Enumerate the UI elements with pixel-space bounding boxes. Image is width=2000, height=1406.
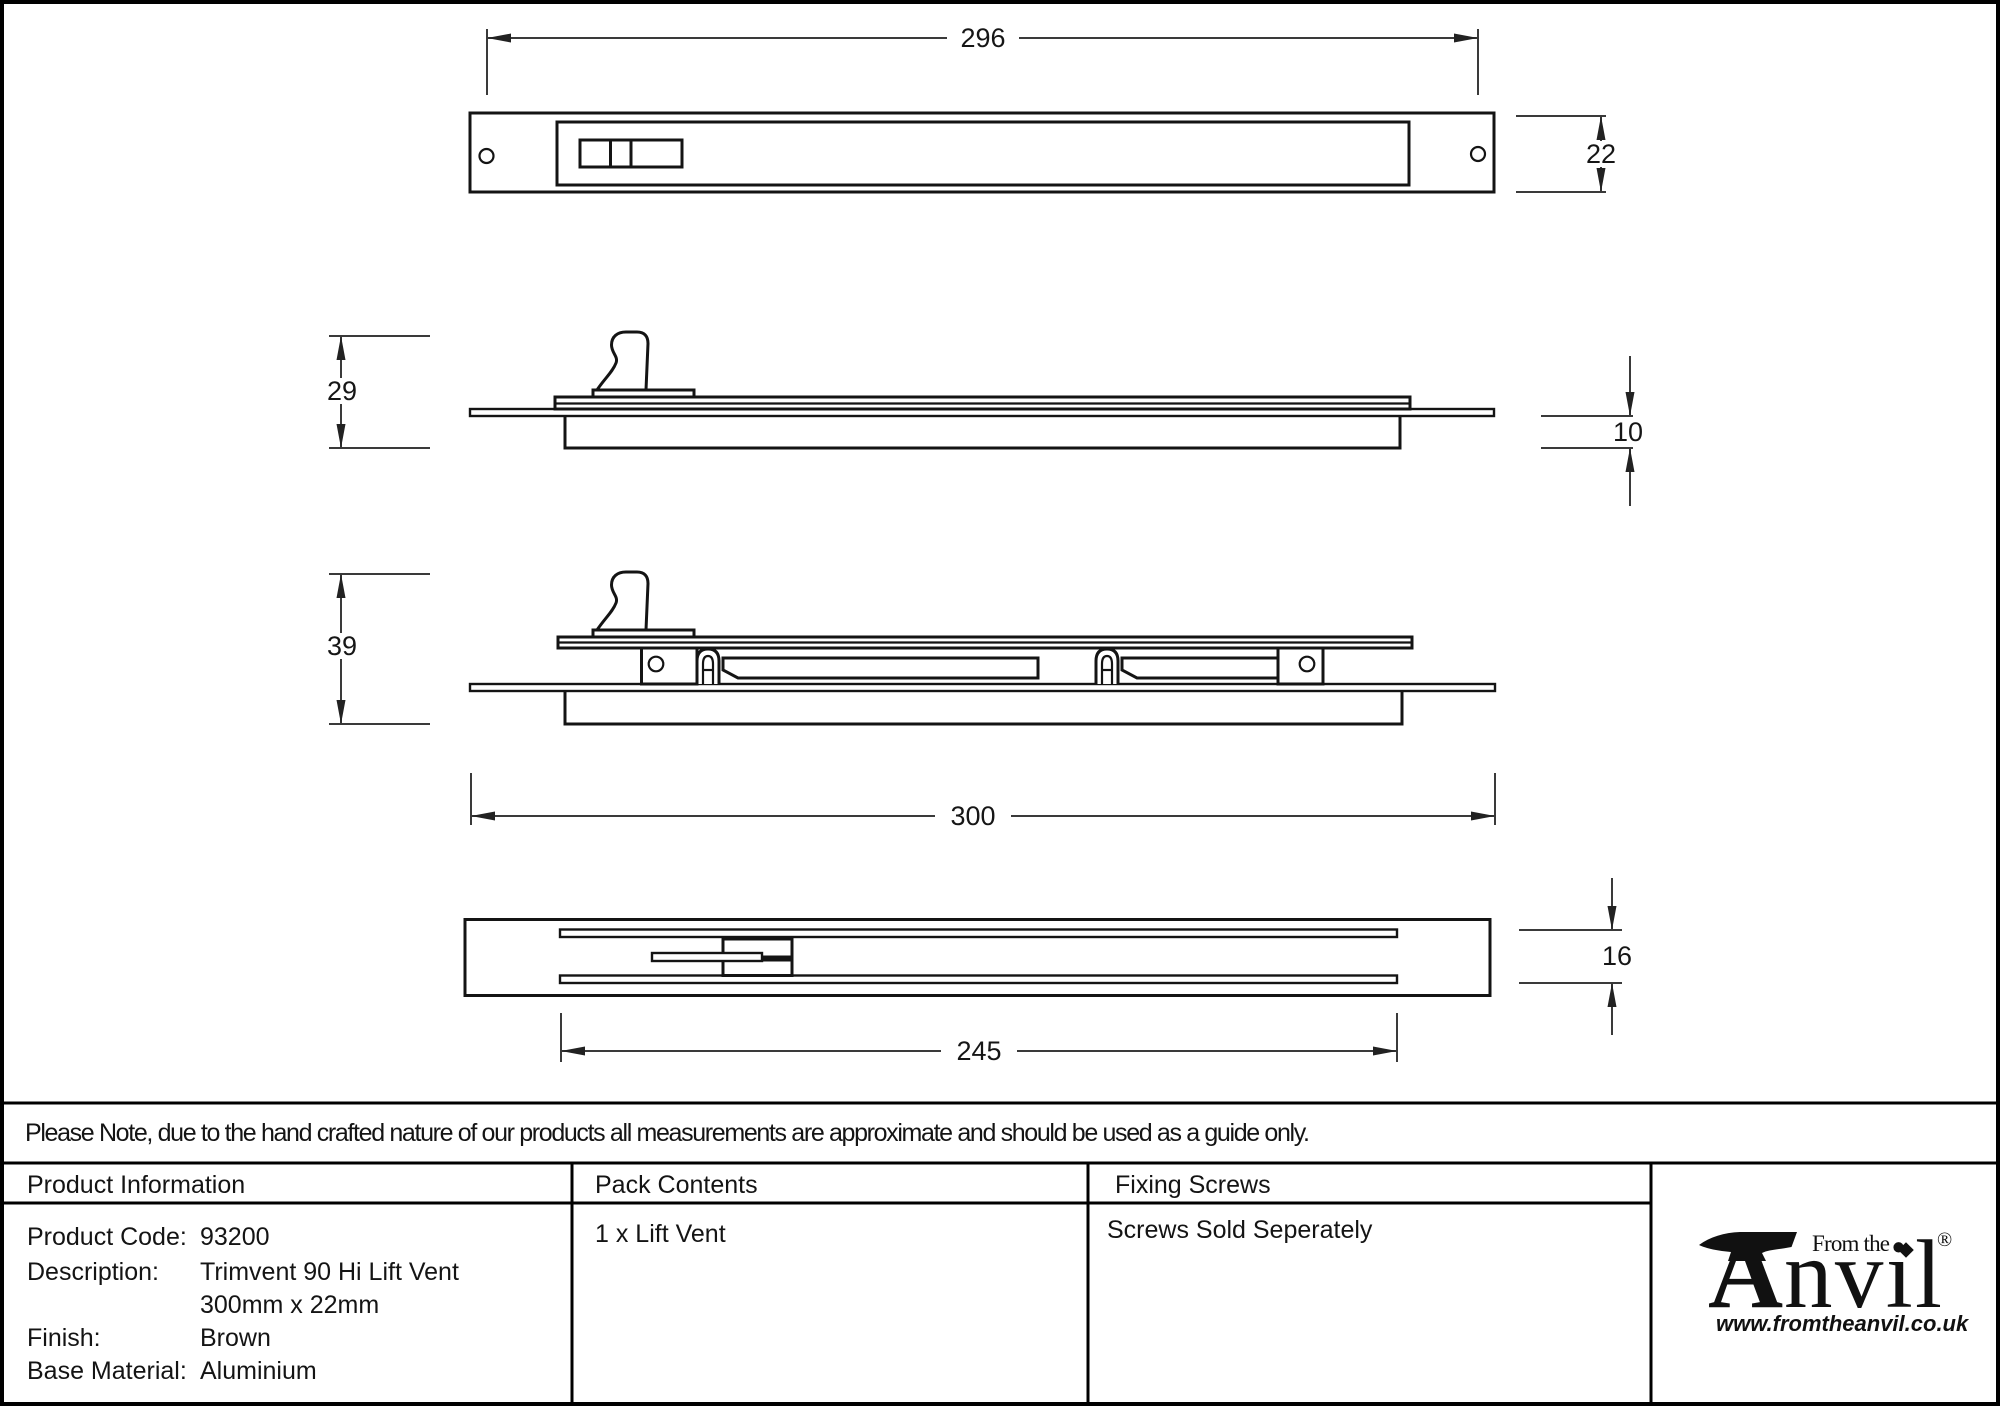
value-product-code: 93200 [200, 1223, 270, 1251]
dim-22: 22 [1516, 115, 1618, 193]
logo-word-nvil: nvil [1784, 1221, 1942, 1328]
value-finish: Brown [200, 1324, 271, 1352]
dim-29: 29 [322, 335, 430, 449]
dim-39: 39 [322, 573, 430, 725]
logo-url: www.fromtheanvil.co.uk [1716, 1311, 1970, 1336]
anvil-icon [1699, 1232, 1797, 1261]
registered-mark: ® [1937, 1229, 1952, 1251]
header-pack-contents: Pack Contents [595, 1171, 758, 1199]
logo-from-the: From the [1812, 1231, 1890, 1256]
label-base-material: Base Material: [27, 1357, 187, 1385]
value-base-material: Aluminium [200, 1357, 317, 1385]
value-description-2: 300mm x 22mm [200, 1291, 379, 1319]
dim-label-10: 10 [1613, 417, 1643, 447]
dim-label-29: 29 [327, 376, 357, 406]
value-fixing-screws: Screws Sold Seperately [1107, 1216, 1373, 1244]
brand-logo: A nvil From the ® www.fromtheanvil.co.uk [1699, 1215, 1970, 1336]
value-description: Trimvent 90 Hi Lift Vent [200, 1258, 459, 1286]
dim-label-16: 16 [1602, 941, 1632, 971]
label-finish: Finish: [27, 1324, 101, 1352]
dim-label-39: 39 [327, 631, 357, 661]
note-text: Please Note, due to the hand crafted nat… [25, 1119, 1310, 1147]
label-product-code: Product Code: [27, 1223, 187, 1251]
dim-label-300: 300 [950, 801, 995, 831]
value-pack-contents: 1 x Lift Vent [595, 1220, 726, 1248]
dim-245: 245 [560, 1013, 1398, 1066]
view-side-closed [468, 330, 1496, 450]
screw-hole-right [1469, 145, 1487, 163]
dim-label-22: 22 [1586, 139, 1616, 169]
dim-296: 296 [486, 23, 1479, 95]
header-fixing-screws: Fixing Screws [1115, 1171, 1271, 1199]
dim-10: 10 [1541, 356, 1643, 506]
screw-hole-left [478, 147, 495, 165]
dim-label-245: 245 [956, 1036, 1001, 1066]
header-product-information: Product Information [27, 1171, 245, 1199]
dim-label-296: 296 [960, 23, 1005, 53]
dim-300: 300 [470, 773, 1496, 831]
dim-16: 16 [1519, 878, 1632, 1035]
label-description: Description: [27, 1258, 159, 1286]
diamond-icon [1898, 1242, 1914, 1258]
view-bottom [463, 918, 1492, 997]
view-top [468, 111, 1496, 194]
info-table: Please Note, due to the hand crafted nat… [0, 1101, 2000, 1406]
view-side-open [468, 570, 1497, 726]
